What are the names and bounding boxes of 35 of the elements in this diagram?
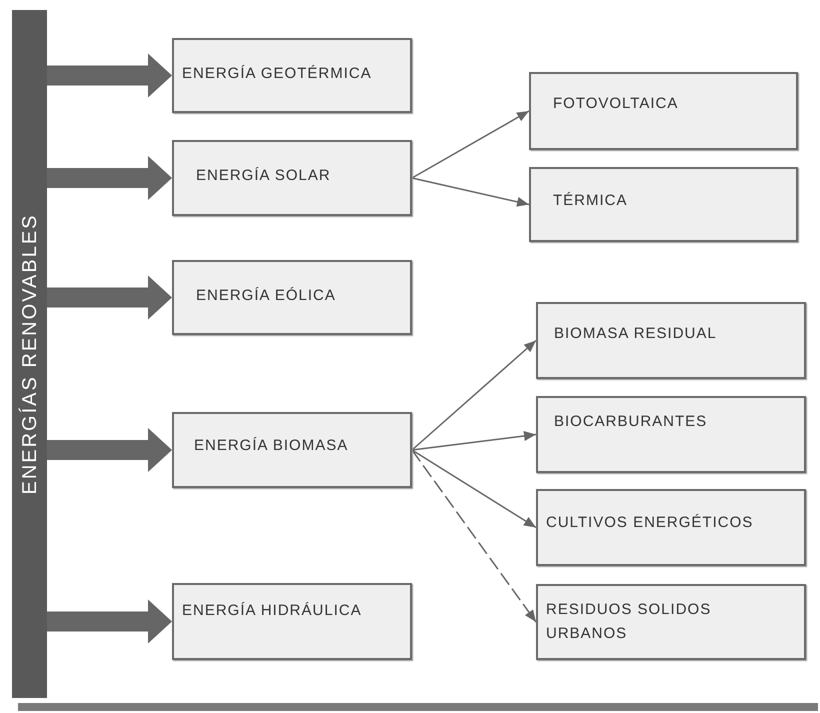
arrow [412,110,530,179]
block-arrow [47,428,172,472]
category-box [529,72,798,150]
vertical-title: ENERGÍAS RENOVABLES [18,213,42,495]
arrow [412,449,536,528]
category-box [536,489,806,566]
box-label: ENERGÍA BIOMASA [194,436,350,456]
block-arrow [47,156,172,200]
arrow [411,450,537,622]
box-label: ENERGÍA SOLAR [196,166,332,186]
arrow [412,177,530,207]
category-box [172,38,412,113]
category-box [172,583,412,660]
category-box [536,302,806,379]
box-label: FOTOVOLTAICA [553,94,680,114]
category-box [172,140,412,216]
category-box [172,412,412,488]
block-arrow [47,54,172,98]
category-box [536,396,806,473]
box-label: RESIDUOS SOLIDOS URBANOS [546,600,712,644]
arrow [412,340,536,451]
box-label: ENERGÍA EÓLICA [196,286,337,306]
box-label: ENERGÍA GEOTÉRMICA [182,64,373,84]
category-box [529,167,798,242]
box-label: ENERGÍA HIDRÁULICA [182,601,363,621]
box-label: BIOCARBURANTES [554,412,708,432]
box-label: TÉRMICA [553,191,628,211]
block-arrow [47,276,172,320]
box-label: CULTIVOS ENERGÉTICOS [546,513,754,533]
title-bar [12,10,47,698]
block-arrow [47,600,172,644]
category-box [536,584,806,660]
box-label: BIOMASA RESIDUAL [554,324,718,344]
arrow [412,431,536,451]
category-box [172,260,412,335]
